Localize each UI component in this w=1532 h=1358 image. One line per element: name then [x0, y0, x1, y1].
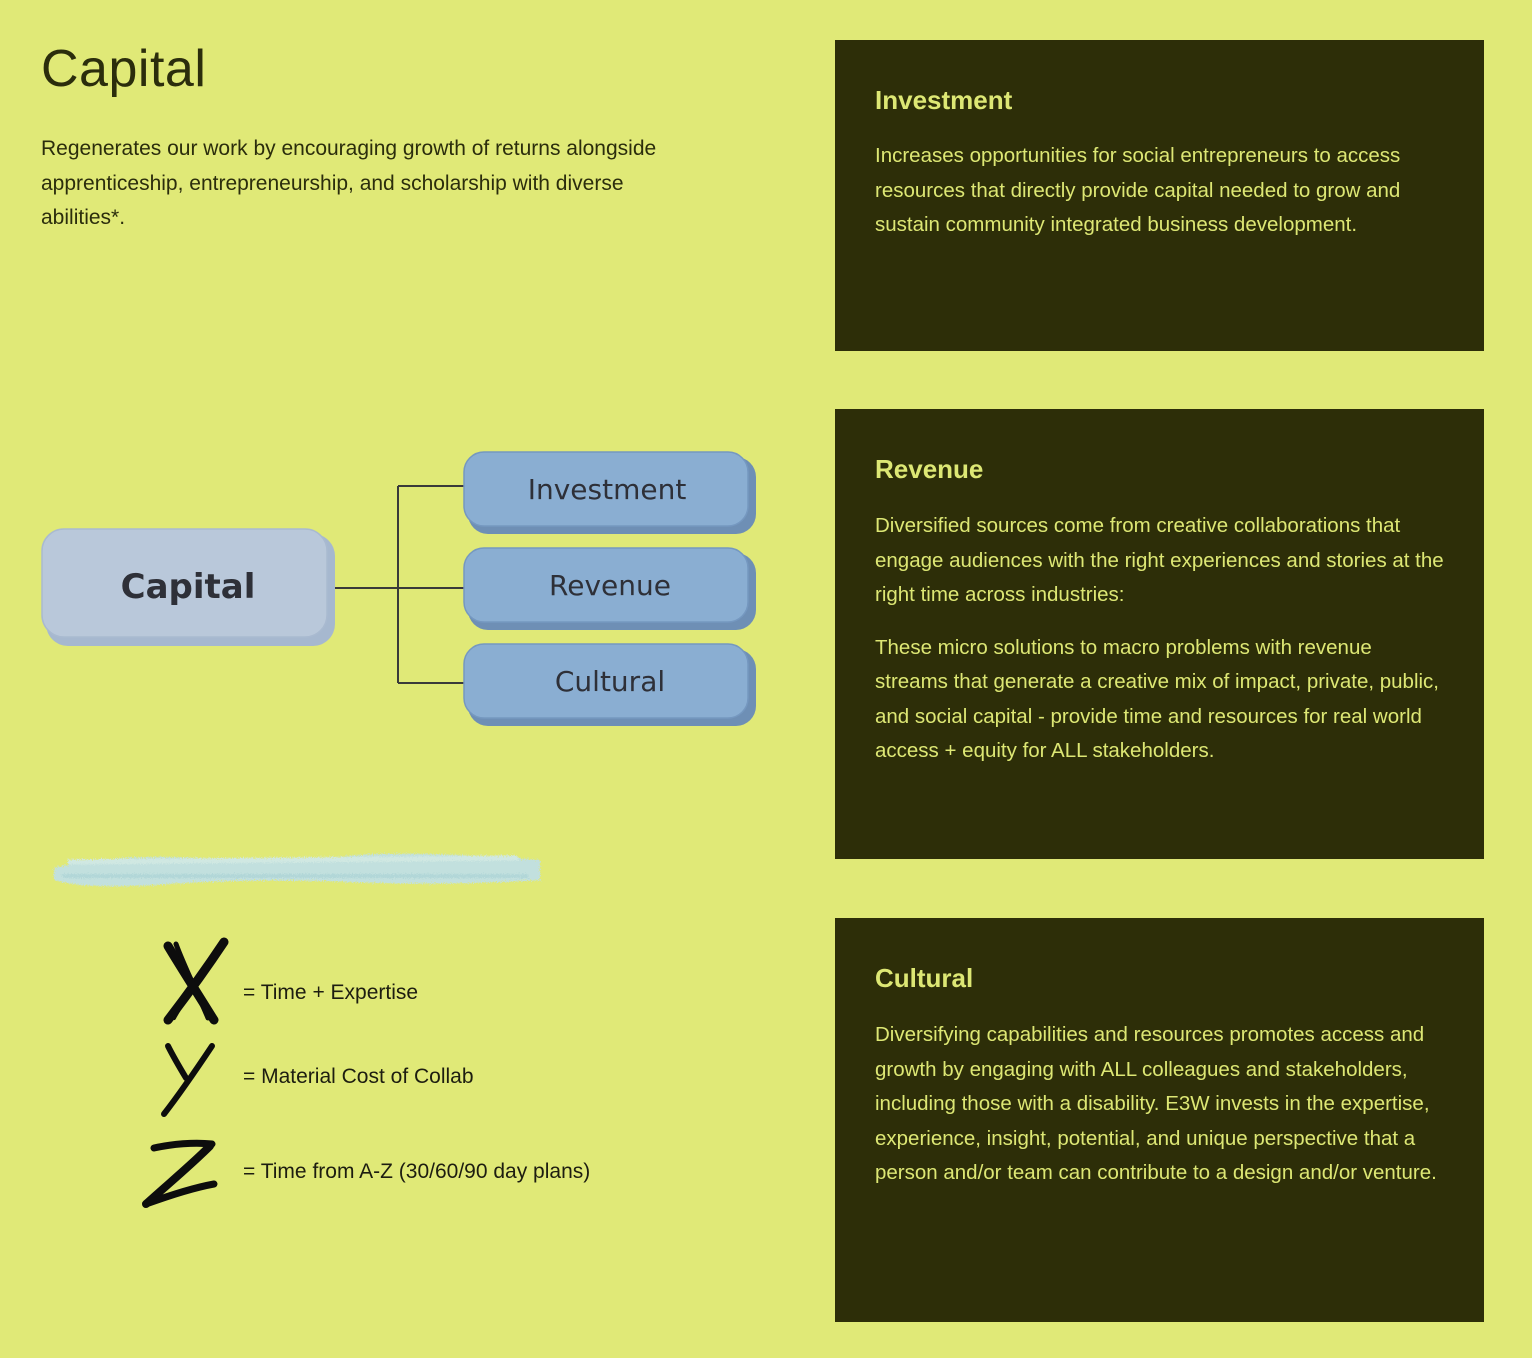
- diagram-root-label: Capital: [121, 567, 256, 607]
- diagram-branch-investment: Investment: [463, 451, 756, 534]
- revenue-card: Revenue Diversified sources come from cr…: [835, 409, 1484, 859]
- diagram-root-node: Capital: [41, 528, 335, 646]
- diagram-branch-cultural: Cultural: [463, 643, 756, 726]
- intro-text: Regenerates our work by encouraging grow…: [41, 137, 657, 229]
- legend-z-text: = Time from A-Z (30/60/90 day plans): [243, 1160, 591, 1183]
- investment-card-title: Investment: [875, 85, 1013, 115]
- cultural-card-title: Cultural: [875, 963, 974, 993]
- revenue-card-body-1: Diversified sources come from creative c…: [875, 514, 1444, 606]
- cultural-card: Cultural Diversifying capabilities and r…: [835, 918, 1484, 1322]
- diagram-branch-label: Investment: [528, 473, 687, 506]
- investment-card: Investment Increases opportunities for s…: [835, 40, 1484, 351]
- brush-stroke-decoration: [54, 853, 540, 887]
- legend-x-text: = Time + Expertise: [243, 981, 419, 1004]
- capital-diagram: Capital Investment Revenue Cultural: [41, 451, 756, 726]
- legend-y-text: = Material Cost of Collab: [243, 1065, 474, 1088]
- diagram-connectors: [333, 485, 466, 684]
- y-symbol-icon: [161, 1043, 215, 1117]
- investment-card-body: Increases opportunities for social entre…: [875, 144, 1401, 236]
- page-title: Capital: [41, 40, 207, 98]
- diagram-branch-label: Revenue: [549, 569, 671, 602]
- diagram-branch-revenue: Revenue: [463, 547, 756, 630]
- diagram-branch-label: Cultural: [555, 665, 665, 698]
- x-symbol-icon: [163, 937, 229, 1025]
- revenue-card-body-2: These micro solutions to macro problems …: [875, 635, 1440, 763]
- z-symbol-icon: [142, 1139, 218, 1208]
- revenue-card-title: Revenue: [875, 454, 984, 484]
- cultural-card-body: Diversifying capabilities and resources …: [875, 1023, 1437, 1184]
